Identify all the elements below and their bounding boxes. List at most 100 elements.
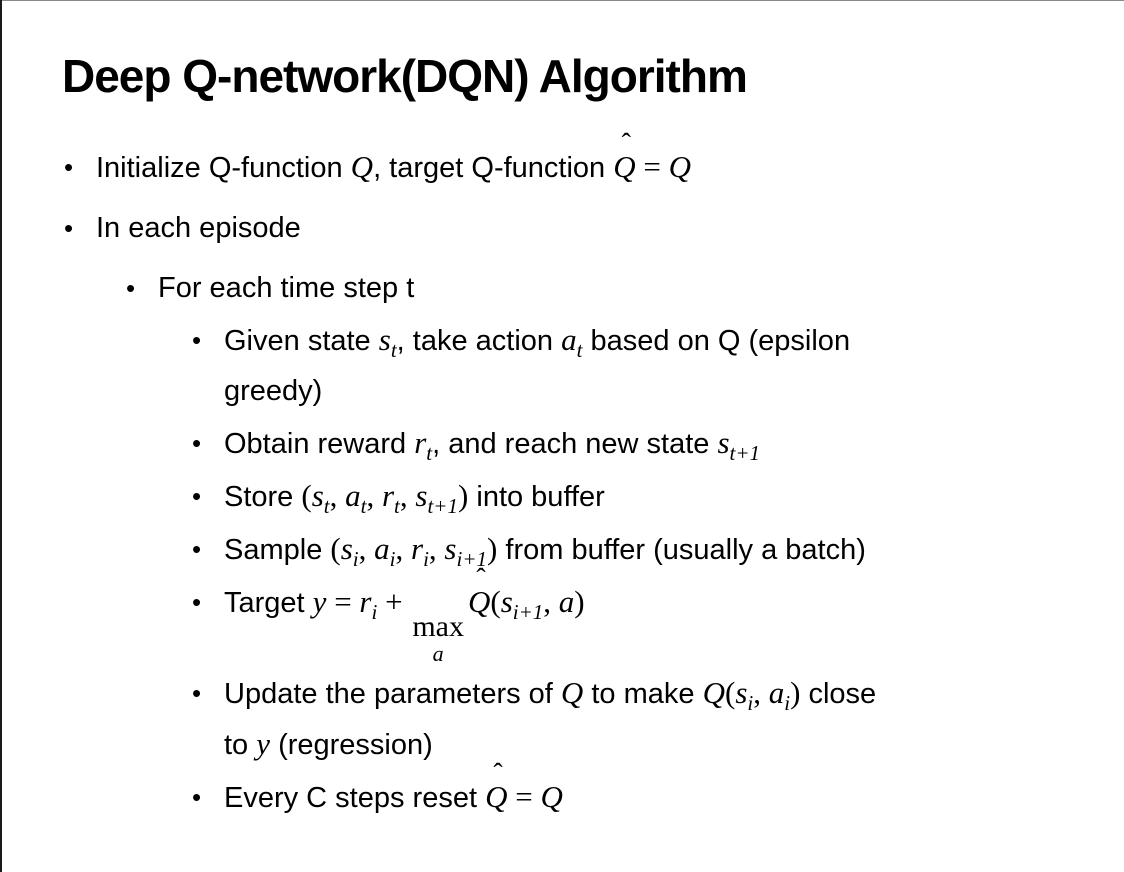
bullet-text: For each time step t — [158, 263, 1124, 313]
math-variable: Q — [540, 779, 563, 814]
bullet-text: Store (st, at, rt, st+1) into buffer — [224, 471, 1124, 522]
max-operator: max — [412, 610, 464, 643]
math-variable: r — [381, 478, 395, 513]
math-operator: , — [428, 531, 445, 566]
math-subscript: t — [576, 338, 583, 362]
math-subscript: t — [323, 494, 330, 518]
text-segment: Store — [224, 481, 302, 513]
math-operator: = — [326, 584, 360, 619]
bullet-text: Initialize Q-function Q, target Q-functi… — [96, 128, 1124, 193]
math-operator: , — [399, 478, 416, 513]
math-subscripted-variable: st — [378, 322, 397, 361]
hat-accent: ˆ — [476, 563, 486, 595]
bullet-item: •Sample (si, ai, ri, si+1) from buffer (… — [0, 524, 1124, 575]
math-subscript: i — [784, 691, 791, 715]
bullet-marker: • — [64, 213, 74, 243]
bullet-list: • Initialize Q-function Q, target Q-funct… — [0, 128, 1124, 823]
bullet-item: •Update the parameters of Q to make Q(si… — [0, 668, 1124, 770]
math-subscript: t+1 — [729, 441, 761, 465]
text-segment: to — [224, 729, 257, 761]
math-subscript: i — [371, 600, 378, 624]
math-variable: a — [561, 322, 577, 357]
math-subscript: i+1 — [512, 600, 544, 624]
math-subscripted-variable: si — [341, 531, 359, 570]
bullet-text: Given state st, take action at based on … — [224, 315, 1124, 416]
math-subscript: i — [747, 691, 754, 715]
math-subscripted-variable: rt — [414, 425, 432, 464]
math-subscripted-variable: st — [312, 478, 330, 517]
math-subscripted-variable: at — [345, 478, 366, 517]
bullet-marker: • — [192, 587, 202, 617]
math-operator: ( — [301, 478, 312, 513]
math-variable: Q — [350, 149, 374, 184]
text-segment: to make — [583, 678, 703, 710]
math-operator: , — [753, 675, 769, 710]
math-subscripted-variable: ai — [374, 531, 395, 570]
math-variable: s — [500, 584, 513, 619]
text-segment: For each time step t — [158, 272, 415, 304]
slide-border-top — [0, 0, 1124, 1]
math-variable: r — [410, 531, 424, 566]
math-subscripted-variable: si+1 — [444, 531, 487, 570]
text-segment: greedy) — [224, 375, 323, 407]
math-operator: , — [543, 584, 559, 619]
math-operator: , — [395, 531, 411, 566]
math-variable: Q — [702, 675, 725, 710]
hat-accent: ˆ — [621, 128, 631, 160]
bullet-marker: • — [126, 273, 136, 303]
bullet-marker: • — [192, 782, 202, 812]
math-operator: ( — [330, 531, 341, 566]
bullet-text: In each episode — [96, 203, 1124, 253]
math-variable: a — [768, 675, 785, 710]
math-subscripted-variable: rt — [381, 478, 400, 517]
text-segment: from buffer (usually a batch) — [497, 534, 866, 566]
math-subscripted-variable: si — [735, 675, 753, 714]
math-subscripted-variable: st+1 — [717, 425, 760, 464]
text-segment: Every C steps reset — [224, 782, 486, 814]
math-variable: s — [444, 531, 457, 566]
text-segment: , take action — [396, 325, 562, 357]
math-variable: s — [378, 322, 391, 357]
math-variable: s — [735, 675, 748, 710]
bullet-marker: • — [192, 325, 202, 355]
math-variable: r — [414, 425, 427, 460]
math-subscript: i — [352, 547, 359, 571]
text-segment: (regression) — [270, 729, 433, 761]
math-variable: y — [312, 584, 327, 619]
slide-border-left — [0, 0, 2, 872]
math-operator: ) — [574, 584, 585, 619]
math-variable: r — [359, 584, 372, 619]
bullet-item: •Store (st, at, rt, st+1) into buffer — [0, 471, 1124, 522]
math-subscript: i — [423, 547, 429, 571]
math-variable: Q — [560, 675, 584, 710]
bullet-marker: • — [192, 481, 202, 511]
text-segment: Update the parameters of — [224, 678, 561, 710]
text-segment: In each episode — [96, 212, 301, 244]
math-subscripted-variable: ai — [768, 675, 790, 714]
math-variable: s — [717, 425, 730, 460]
math-variable: a — [345, 478, 361, 513]
text-segment: Obtain reward — [224, 428, 415, 460]
bullet-marker: • — [192, 428, 202, 458]
bullet-marker: • — [192, 534, 202, 564]
bullet-text: Update the parameters of Q to make Q(si,… — [224, 668, 1124, 770]
bullet-marker: • — [192, 678, 202, 708]
math-subscripted-variable: ri — [410, 531, 429, 570]
math-variable: s — [415, 478, 428, 513]
text-segment: Given state — [224, 325, 379, 357]
bullet-item: •Obtain reward rt, and reach new state s… — [0, 418, 1124, 469]
math-subscript: t — [426, 441, 433, 465]
math-operator: ( — [724, 675, 736, 710]
math-variable: y — [256, 726, 271, 761]
text-segment: , target Q-function — [373, 152, 614, 184]
bullet-item: • For each time step t — [0, 263, 1124, 313]
